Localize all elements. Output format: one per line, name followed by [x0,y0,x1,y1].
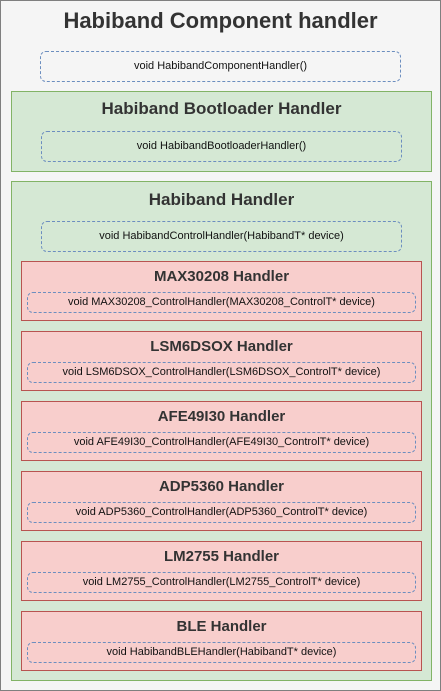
max30208-handler-function: void MAX30208_ControlHandler(MAX30208_Co… [27,292,416,313]
lm2755-handler: LM2755 Handler void LM2755_ControlHandle… [21,541,422,601]
adp5360-handler-function: void ADP5360_ControlHandler(ADP5360_Cont… [27,502,416,523]
afe49i30-handler-function: void AFE49I30_ControlHandler(AFE49I30_Co… [27,432,416,453]
bootloader-handler-function: void HabibandBootloaderHandler() [41,131,402,162]
lsm6dsox-handler-function: void LSM6DSOX_ControlHandler(LSM6DSOX_Co… [27,362,416,383]
habiband-handler-function: void HabibandControlHandler(HabibandT* d… [41,221,402,252]
max30208-handler: MAX30208 Handler void MAX30208_ControlHa… [21,261,422,321]
lm2755-handler-title: LM2755 Handler [163,548,280,565]
bootloader-handler-container: Habiband Bootloader Handler void Habiban… [11,91,432,172]
max30208-handler-title: MAX30208 Handler [153,268,290,285]
ble-handler: BLE Handler void HabibandBLEHandler(Habi… [21,611,422,671]
lm2755-handler-function: void LM2755_ControlHandler(LM2755_Contro… [27,572,416,593]
adp5360-handler-title: ADP5360 Handler [158,478,285,495]
component-handler-function: void HabibandComponentHandler() [40,51,401,82]
ble-handler-title: BLE Handler [176,618,267,635]
afe49i30-handler: AFE49I30 Handler void AFE49I30_ControlHa… [21,401,422,461]
afe49i30-handler-title: AFE49I30 Handler [157,408,286,425]
lsm6dsox-handler: LSM6DSOX Handler void LSM6DSOX_ControlHa… [21,331,422,391]
lsm6dsox-handler-title: LSM6DSOX Handler [150,338,293,355]
habiband-handler-title: Habiband Handler [148,190,295,209]
ble-handler-function: void HabibandBLEHandler(HabibandT* devic… [27,642,416,663]
component-handler-title: Habiband Component handler [63,8,378,33]
bootloader-handler-title: Habiband Bootloader Handler [101,99,342,118]
adp5360-handler: ADP5360 Handler void ADP5360_ControlHand… [21,471,422,531]
